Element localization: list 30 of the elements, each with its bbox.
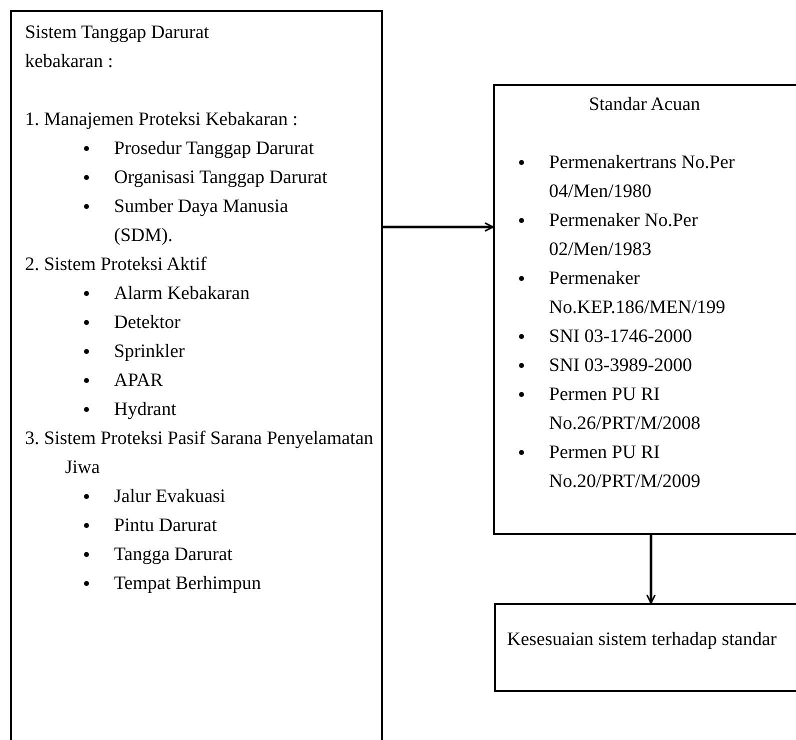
bullet-item: Sprinkler	[114, 340, 186, 364]
bullet-item: Hydrant	[114, 398, 178, 422]
bullet-item: SNI 03-3989-2000	[549, 354, 694, 378]
bullet-item: Tangga Darurat	[114, 543, 234, 567]
bullet-item: Sumber Daya Manusia (SDM).	[114, 195, 290, 248]
bullet-item: Permenakertrans No.Per 04/Men/1980	[549, 151, 736, 204]
box-title: Standar Acuan	[588, 93, 702, 117]
bullet-item: Pintu Darurat	[114, 514, 218, 538]
bullet-item: Prosedur Tanggap Darurat	[114, 137, 315, 161]
numbered-item: 1. Manajemen Proteksi Kebakaran :	[25, 108, 299, 132]
text-box	[10, 10, 383, 740]
bullet-item: APAR	[114, 369, 164, 393]
bullet-item: Jalur Evakuasi	[114, 485, 226, 509]
text-box	[493, 84, 796, 535]
list-heading: Sistem Tanggap Darurat kebakaran :	[25, 21, 210, 74]
arrow	[383, 222, 494, 232]
bullet-item: SNI 03-1746-2000	[549, 325, 694, 349]
bullet-item: Detektor	[114, 311, 182, 335]
numbered-item: 3. Sistem Proteksi Pasif Sarana Penyelamatan Jiwa	[25, 427, 374, 480]
bullet-item: Organisasi Tanggap Darurat	[114, 166, 328, 190]
arrow	[646, 535, 656, 604]
bullet-item: Alarm Kebakaran	[114, 282, 251, 306]
bullet-item: Tempat Berhimpun	[114, 572, 262, 596]
bullet-item: Permen PU RI No.20/PRT/M/2009	[549, 441, 702, 494]
numbered-item: 2. Sistem Proteksi Aktif	[25, 253, 208, 277]
bullet-item: Permenaker No.KEP.186/MEN/199	[549, 267, 726, 320]
bullet-item: Permen PU RI No.26/PRT/M/2008	[549, 383, 702, 436]
bullet-item: Permenaker No.Per 02/Men/1983	[549, 209, 699, 262]
box-text: Kesesuaian sistem terhadap standar	[507, 628, 778, 652]
text-box	[494, 603, 796, 692]
